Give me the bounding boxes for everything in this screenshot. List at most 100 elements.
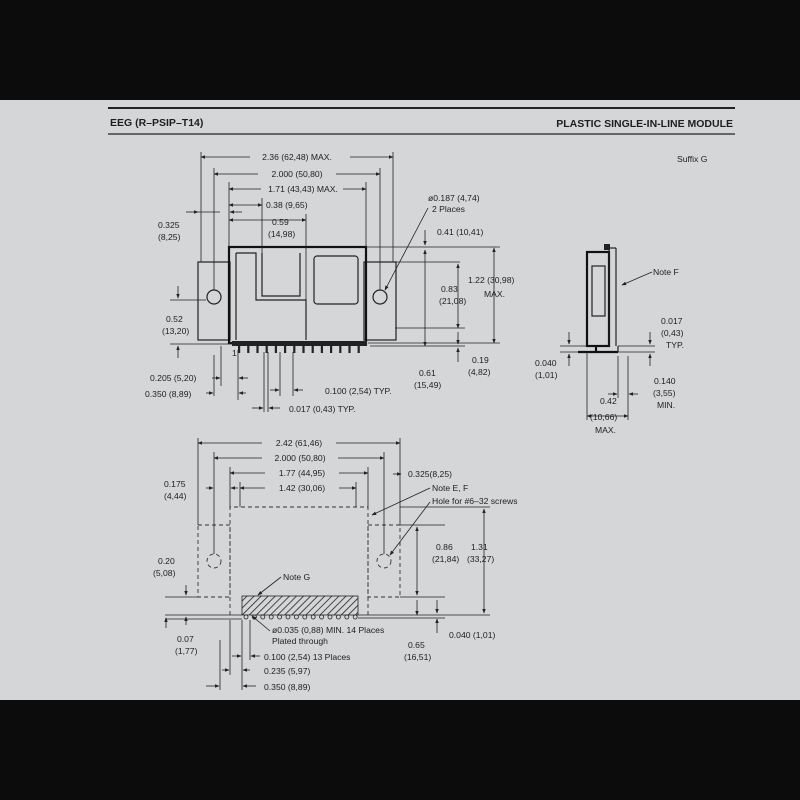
footprint-body-outline [229, 506, 369, 615]
right-mount-hole [372, 289, 388, 305]
dim-side-0140-min: MIN. [657, 400, 675, 410]
dim-122: 1.22 (30,98) [468, 275, 514, 285]
dim-131-metric: (33,27) [467, 554, 494, 564]
plated-hole [243, 614, 249, 620]
lead-pin [311, 346, 314, 353]
dim-020-metric: (5,08) [153, 568, 176, 578]
body-notch [261, 253, 301, 297]
package-type-title: PLASTIC SINGLE-IN-LINE MODULE [556, 118, 733, 130]
dim-side-0140: 0.140 [654, 376, 676, 386]
dim-061: 0.61 [419, 368, 436, 378]
dim-242: 2.42 (61,46) [276, 438, 322, 448]
dim-0325-metric: (8,25) [158, 232, 181, 242]
dim-0325: 0.325 [158, 220, 180, 230]
dim-177: 1.77 (44,95) [279, 468, 325, 478]
dim-0040-bottom: 0.040 (1,01) [449, 630, 495, 640]
lead-pin [348, 346, 351, 353]
dim-0175: 0.175 [164, 479, 186, 489]
plated-hole [302, 614, 308, 620]
dim-020: 0.20 [158, 556, 175, 566]
mount-hole-callout: ø0.187 (4,74) [428, 193, 480, 203]
plated-hole [352, 614, 358, 620]
dim-side-0040-metric: (1,01) [535, 370, 558, 380]
plated-hole-row [243, 614, 358, 620]
dim-side-042-max: MAX. [595, 425, 616, 435]
footprint-left-screw-hole [206, 553, 222, 569]
package-drawing: EEG (R–PSIP–T14) PLASTIC SINGLE-IN-LINE … [108, 107, 735, 692]
lead-pin [339, 346, 342, 353]
screw-hole-note: Hole for #6–32 screws [432, 496, 518, 506]
pin-one-marker: 1 [232, 348, 237, 358]
dim-059: 0.59 [272, 217, 289, 227]
lead-pin [274, 346, 277, 353]
plated-hole [293, 614, 299, 620]
plated-hole [260, 614, 266, 620]
dim-0100-13-places: 0.100 (2,54) 13 Places [264, 652, 350, 662]
dim-0350: 0.350 (8,89) [145, 389, 191, 399]
note-g: Note G [283, 572, 311, 582]
lead-pin [293, 346, 296, 353]
lead-pin [256, 346, 259, 353]
dim-065: 0.65 [408, 640, 425, 650]
plated-hole [277, 614, 283, 620]
dim-007-metric: (1,77) [175, 646, 198, 656]
side-view: Note F 0.017 (0,43) TYP. 0.040 (1,01) 0.… [535, 244, 684, 435]
lead-row [238, 346, 360, 353]
note-e-f: Note E, F [432, 483, 468, 493]
dim-052: 0.52 [166, 314, 183, 324]
dim-0100-typ: 0.100 (2,54) TYP. [325, 386, 392, 396]
lead-pin [265, 346, 268, 353]
dim-171-max: 1.71 (43,43) MAX. [268, 184, 338, 194]
heatsink-window [313, 255, 359, 305]
lead-pin [284, 346, 287, 353]
bottom-view: 2.42 (61,46) 2.000 (50,80) 1.77 (44,95) … [153, 437, 518, 692]
package-code-title: EEG (R–PSIP–T14) [110, 117, 203, 129]
dim-side-0040: 0.040 [535, 358, 557, 368]
dim-038: 0.38 (9,65) [266, 200, 308, 210]
note-f-side: Note F [653, 267, 679, 277]
plated-hole [285, 614, 291, 620]
dim-061-metric: (15,49) [414, 380, 441, 390]
dim-065-metric: (16,51) [404, 652, 431, 662]
dim-122-max: MAX. [484, 289, 505, 299]
dim-086-metric: (21,84) [432, 554, 459, 564]
pad-keepout-area [241, 595, 359, 616]
dim-side-0017: 0.017 [661, 316, 683, 326]
dim-236-max: 2.36 (62,48) MAX. [262, 152, 332, 162]
plated-hole [344, 614, 350, 620]
dim-side-042: 0.42 [600, 396, 617, 406]
dim-019: 0.19 [472, 355, 489, 365]
plated-hole [268, 614, 274, 620]
body-inner-outline [235, 252, 307, 340]
lead-pin [357, 346, 360, 353]
dim-041: 0.41 (10,41) [437, 227, 483, 237]
module-body [227, 245, 368, 345]
plated-hole-note: Plated through [272, 636, 328, 646]
plated-hole [310, 614, 316, 620]
top-view: 1 2.36 (62,48) MAX. 2.000 (50,80) 1.71 (… [145, 151, 514, 414]
dim-side-0017-metric: (0,43) [661, 328, 684, 338]
dim-086: 0.86 [436, 542, 453, 552]
dim-0235: 0.235 (5,97) [264, 666, 310, 676]
dim-083: 0.83 [441, 284, 458, 294]
dim-2000-hole-pitch: 2.000 (50,80) [271, 169, 322, 179]
datasheet-page: EEG (R–PSIP–T14) PLASTIC SINGLE-IN-LINE … [0, 100, 800, 700]
dim-142: 1.42 (30,06) [279, 483, 325, 493]
dim-059-metric: (14,98) [268, 229, 295, 239]
dim-0017-typ: 0.017 (0,43) TYP. [289, 404, 356, 414]
left-mount-hole [206, 289, 222, 305]
dim-2000-bottom: 2.000 (50,80) [274, 453, 325, 463]
dim-052-metric: (13,20) [162, 326, 189, 336]
plated-hole [335, 614, 341, 620]
dim-side-042-metric: (10,66) [590, 412, 617, 422]
lead-pin [330, 346, 333, 353]
dim-side-0017-typ: TYP. [666, 340, 684, 350]
lead-pin [247, 346, 250, 353]
dim-007: 0.07 [177, 634, 194, 644]
dim-083-metric: (21,08) [439, 296, 466, 306]
dim-131: 1.31 [471, 542, 488, 552]
side-heatsink [591, 265, 606, 317]
dim-0175-metric: (4,44) [164, 491, 187, 501]
mount-hole-count: 2 Places [432, 204, 465, 214]
footprint-right-screw-hole [376, 553, 392, 569]
